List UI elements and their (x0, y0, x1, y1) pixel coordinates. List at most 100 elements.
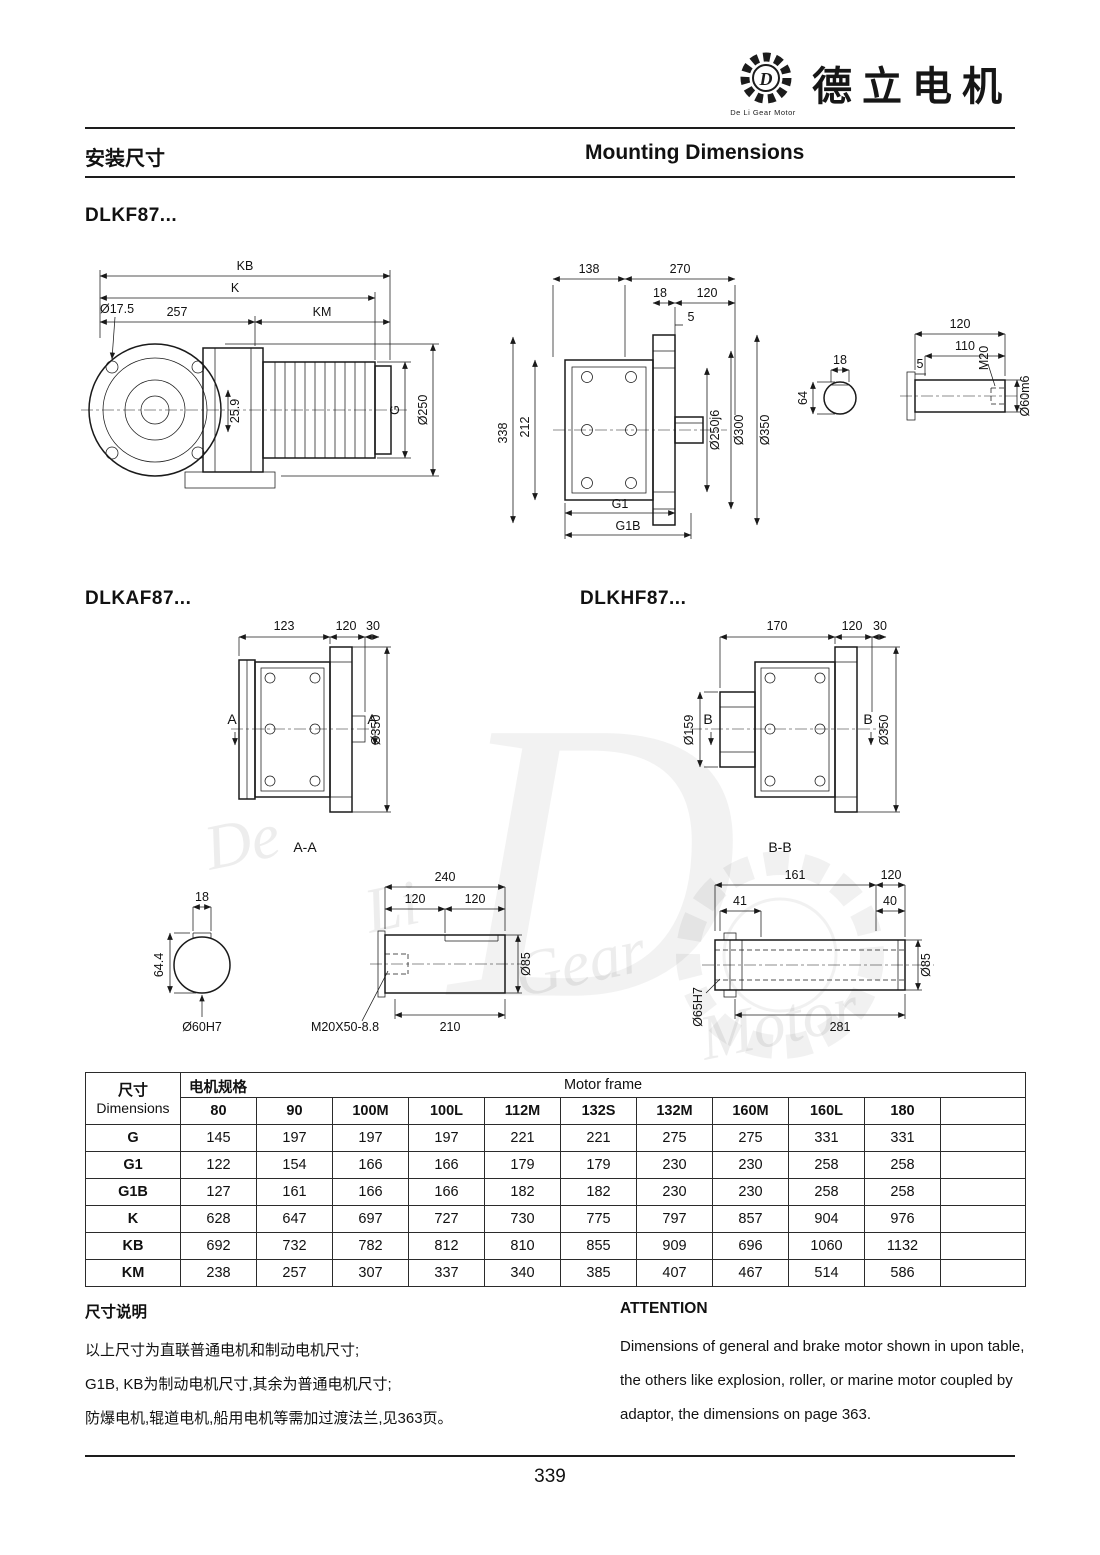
shaft-outline (900, 371, 1029, 421)
dim-d65h7: Ø65H7 (691, 987, 705, 1027)
table-cell: 337 (408, 1259, 485, 1287)
table-cell: 258 (864, 1178, 941, 1206)
dim-d350: Ø350 (877, 715, 891, 746)
dimensions-table: 尺寸 Dimensions 电机规格 Motor frame 80 90 100… (85, 1072, 1027, 1287)
notes-chinese: 尺寸说明 以上尺寸为直联普通电机和制动电机尺寸; G1B, KB为制动电机尺寸,… (85, 1300, 565, 1436)
table-cell: 331 (788, 1124, 865, 1152)
table-cell: 697 (332, 1205, 409, 1233)
table-cell: 976 (864, 1205, 941, 1233)
table-cell-empty (939, 1124, 1027, 1152)
gearmotor-side-outline (81, 343, 407, 489)
section-label-bb: B-B (768, 839, 791, 855)
table-cell: 628 (180, 1205, 257, 1233)
note-line: Dimensions of general and brake motor sh… (620, 1338, 1025, 1355)
dim-120b: 120 (465, 892, 486, 906)
table-cell: 221 (484, 1124, 561, 1152)
dim-d350: Ø350 (369, 715, 383, 746)
dim-120: 120 (881, 868, 902, 882)
table-cell: 122 (180, 1151, 257, 1179)
column-header: 90 (256, 1097, 333, 1125)
aa-bore-view: 18 64.4 Ø60H7 (152, 890, 231, 1034)
dim-g1: G1 (612, 497, 629, 511)
page-title-cn: 安装尺寸 (85, 148, 165, 170)
dim-18: 18 (653, 286, 667, 300)
table-cell: 782 (332, 1232, 409, 1260)
row-label: G1 (85, 1151, 181, 1179)
table-cell: 230 (712, 1178, 789, 1206)
column-header: 132M (636, 1097, 713, 1125)
dim-120: 120 (336, 619, 357, 633)
model-heading-dlkf87: DLKF87... (85, 205, 178, 226)
section-label-aa: A-A (293, 839, 317, 855)
dim-40: 40 (883, 894, 897, 908)
dim-d85: Ø85 (919, 953, 933, 977)
dim-d60h7: Ø60H7 (182, 1020, 222, 1034)
table-cell-empty (939, 1178, 1027, 1206)
table-cell: 331 (864, 1124, 941, 1152)
dim-120a: 120 (405, 892, 426, 906)
table-row: KB 692 732 782 812 810 855 909 696 1060 … (85, 1232, 1027, 1260)
table-cell: 692 (180, 1232, 257, 1260)
column-header: 80 (180, 1097, 257, 1125)
notes-cn-title: 尺寸说明 (85, 1304, 148, 1321)
section-letter-a-right: A (367, 711, 377, 727)
dim-110: 110 (955, 339, 975, 353)
table-corner-header: 尺寸 Dimensions (85, 1072, 181, 1125)
table-cell: 230 (712, 1151, 789, 1179)
table-cell: 514 (788, 1259, 865, 1287)
drawing-dlkf87-front-view: 138 270 18 120 5 338 212 Ø250j6 (496, 262, 772, 539)
table-cell: 230 (636, 1178, 713, 1206)
dlkaf-dimensions: 123 120 30 A A Ø350 A-A (227, 619, 391, 855)
notes-en-title: ATTENTION (620, 1300, 708, 1317)
table-row: K 628 647 697 727 730 775 797 857 904 97… (85, 1205, 1027, 1233)
row-label: G1B (85, 1178, 181, 1206)
dim-41: 41 (733, 894, 747, 908)
table-cell: 275 (636, 1124, 713, 1152)
shaft-end-circle (823, 381, 857, 415)
dim-240: 240 (435, 870, 456, 884)
dlkhf-outline (690, 646, 885, 813)
dim-5: 5 (688, 310, 695, 324)
dim-d250: Ø250 (416, 395, 430, 426)
table-cell: 385 (560, 1259, 637, 1287)
table-cell: 179 (484, 1151, 561, 1179)
table-row: G1B 127 161 166 166 182 182 230 230 258 … (85, 1178, 1027, 1206)
dim-m20: M20 (977, 346, 991, 370)
dim-d350: Ø350 (758, 415, 772, 446)
notes-english: ATTENTION Dimensions of general and brak… (620, 1300, 1040, 1432)
table-cell: 197 (332, 1124, 409, 1152)
row-label: K (85, 1205, 181, 1233)
dim-d250j6: Ø250j6 (708, 410, 722, 450)
table-cell: 166 (408, 1151, 485, 1179)
dim-170: 170 (767, 619, 788, 633)
table-row: G 145 197 197 197 221 221 275 275 331 33… (85, 1124, 1027, 1152)
dim-138: 138 (579, 262, 600, 276)
dim-64: 64 (796, 391, 810, 405)
dim-18: 18 (195, 890, 209, 904)
table-cell-empty (939, 1232, 1027, 1260)
table-cell: 727 (408, 1205, 485, 1233)
dim-header-cn: 尺寸 (117, 1081, 148, 1099)
dim-d159: Ø159 (682, 715, 696, 746)
drawing-section-bb: 161 120 41 40 Ø85 Ø65H7 281 (691, 868, 934, 1034)
table-cell: 182 (560, 1178, 637, 1206)
table-cell: 182 (484, 1178, 561, 1206)
dim-120: 120 (697, 286, 718, 300)
dim-161: 161 (785, 868, 806, 882)
table-cell: 647 (256, 1205, 333, 1233)
drawing-section-aa: 18 64.4 Ø60H7 240 120 (152, 870, 533, 1034)
aa-shaft-view: 240 120 120 Ø85 210 M20X50-8.8 (311, 870, 533, 1034)
note-line: adaptor, the dimensions on page 363. (620, 1406, 872, 1423)
page-number: 339 (534, 1466, 566, 1487)
dim-d17-5: Ø17.5 (100, 302, 134, 316)
header-rule (85, 127, 1015, 129)
dim-338: 338 (496, 423, 510, 444)
dim-123: 123 (274, 619, 295, 633)
drawing-dlkf87-shaft-detail: 18 64 120 110 5 M20 Ø60m6 (796, 317, 1032, 421)
table-cell: 127 (180, 1178, 257, 1206)
page-title-en: Mounting Dimensions (585, 141, 805, 164)
note-line: G1B, KB为制动电机尺寸,其余为普通电机尺寸; (85, 1376, 392, 1393)
table-cell-empty (939, 1151, 1027, 1179)
motor-frame-header: 电机规格 Motor frame (179, 1072, 1027, 1098)
dim-30: 30 (366, 619, 380, 633)
